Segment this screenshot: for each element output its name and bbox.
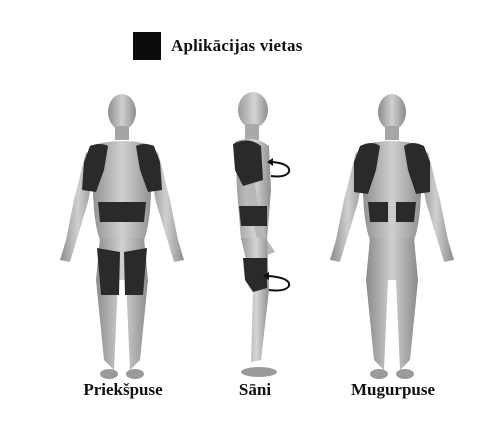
rotation-arrow-icon <box>271 162 289 177</box>
caption-back: Mugurpuse <box>328 380 458 400</box>
back-waist-area <box>396 202 416 222</box>
legend-label: Aplikācijas vietas <box>171 36 303 56</box>
side-body-figure <box>195 90 315 390</box>
side-waist-area <box>239 206 267 226</box>
front-abdomen-area <box>98 202 146 222</box>
back-body-figure <box>318 90 468 390</box>
front-thigh-area <box>97 248 120 295</box>
rotation-arrow-icon <box>269 276 289 291</box>
side-thigh-area <box>243 258 267 292</box>
legend-swatch <box>133 32 161 60</box>
caption-side: Sāni <box>190 380 320 400</box>
caption-front: Priekšpuse <box>58 380 188 400</box>
legend: Aplikācijas vietas <box>133 32 303 60</box>
front-body-figure <box>40 90 200 390</box>
back-waist-area <box>368 202 388 222</box>
front-thigh-area <box>124 248 147 295</box>
